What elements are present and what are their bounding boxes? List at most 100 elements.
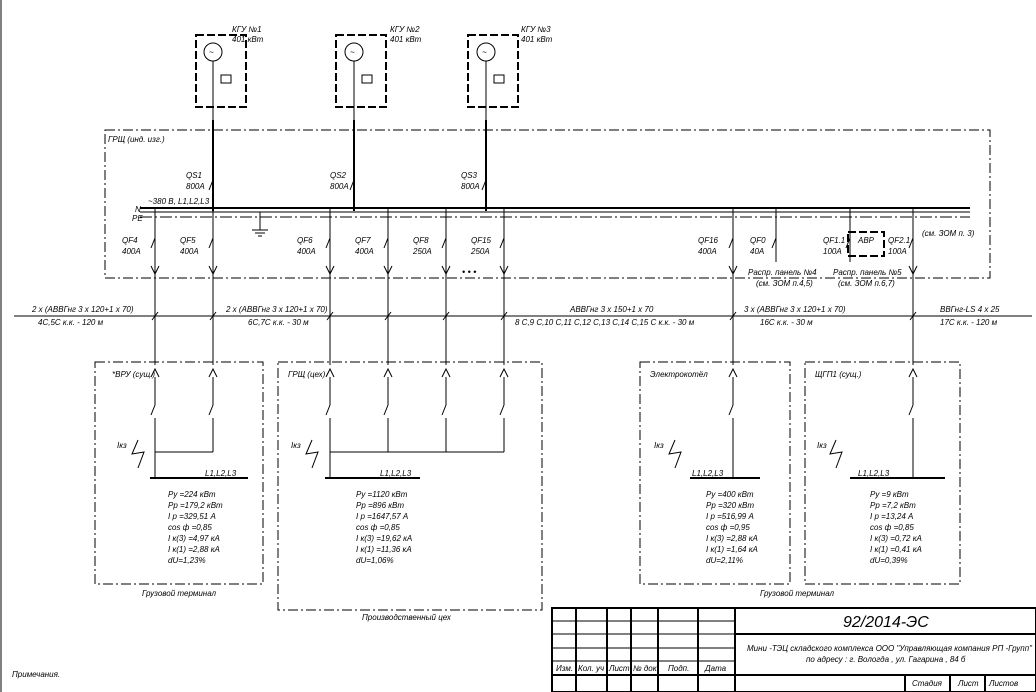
load-grsh-p4: I к(3) =19,62 кА [356, 534, 412, 543]
load-vru-p3: cos ф =0,85 [168, 523, 212, 532]
load-shgp-bus: L1,L2,L3 [858, 469, 890, 478]
load-shgp-name: ЩГП1 (сущ.) [815, 370, 862, 379]
stamp-col-list: Лист [608, 664, 630, 673]
qf0-name: QF0 [750, 236, 766, 245]
feeders [150, 208, 918, 365]
generator-3-name: КГУ №3 [521, 25, 551, 34]
qf5-rating: 400А [180, 247, 199, 256]
load-shgp-p3: cos ф =0,85 [870, 523, 914, 532]
load-grsh-p3: cos ф =0,85 [356, 523, 400, 532]
load-shgp-p5: I к(1) =0,41 кА [870, 545, 922, 554]
load-grsh-p1: Pр =896 кВт [356, 501, 404, 510]
qs2-rating: 800А [330, 182, 349, 191]
load-grsh-group: Производственный цех [362, 613, 452, 622]
generator-3: ~ КГУ №3 401 кВт [467, 25, 553, 120]
load-elektrokotel: Электрокотёл Iкз L1,L2,L3 Pу =400 кВт Pр… [639, 361, 791, 585]
load-vru-ikz: Iкз [117, 441, 127, 450]
grsh-frame [104, 129, 991, 279]
load-grsh-p0: Pу =1120 кВт [356, 490, 408, 499]
cable-3-line1: АВВГнг 3 х 150+1 х 70 [569, 305, 654, 314]
stamp-col-kol: Кол. уч [578, 664, 604, 673]
panel5-line1: Распр. панель №5 [833, 268, 902, 277]
load-grsh-p2: I р =1647,57 А [356, 512, 408, 521]
load-grsh-tsekh: ГРЩ (цех) Iкз L1,L2,L3 Pу =1120 кВт Pр =… [277, 361, 543, 622]
qf15-rating: 250А [470, 247, 490, 256]
stamp-sheets: Листов [988, 679, 1018, 688]
svg-text:~: ~ [482, 48, 487, 57]
load-shgp-p6: dU=0,39% [870, 556, 908, 565]
load-kotel-name: Электрокотёл [650, 370, 708, 379]
load-shgp-p2: I р =13,24 А [870, 512, 913, 521]
stamp-desc-2: по адресу : г. Вологда , ул. Гагарина , … [806, 655, 966, 664]
n-label: N [135, 205, 141, 214]
qs3-name: QS3 [461, 171, 478, 180]
svg-text:~: ~ [209, 48, 214, 57]
load-grsh-bus: L1,L2,L3 [380, 469, 412, 478]
qf2-1-name: QF2.1 [888, 236, 910, 245]
load-kotel-p5: I к(1) =1,64 кА [706, 545, 758, 554]
generator-3-power: 401 кВт [521, 35, 553, 44]
load-kotel-ikz: Iкз [654, 441, 664, 450]
generator-1-name: КГУ №1 [232, 25, 262, 34]
qf7-rating: 400А [355, 247, 374, 256]
stamp-col-podp: Подп. [668, 664, 689, 673]
see-zom-3: (см. ЗОМ п. 3) [922, 229, 975, 238]
cable-3-line2: 8 С,9 С,10 С,11 С,12 С,13 С,14 С,15 С к.… [515, 318, 695, 327]
load-kotel-p3: cos ф =0,95 [706, 523, 750, 532]
qs2-name: QS2 [330, 171, 347, 180]
load-vru-p1: Pр =179,2 кВт [168, 501, 223, 510]
cable-2-line1: 2 х (АВВГнг 3 х 120+1 х 70) [225, 305, 328, 314]
load-vru-p6: dU=1,23% [168, 556, 206, 565]
panel4-line1: Распр. панель №4 [748, 268, 817, 277]
load-vru-p5: I к(1) =2,88 кА [168, 545, 220, 554]
load-vru-p2: I р =329,51 А [168, 512, 216, 521]
qf6-rating: 400А [297, 247, 316, 256]
qs1-rating: 800А [186, 182, 205, 191]
stamp-col-izm: Изм. [556, 664, 573, 673]
qf4-rating: 400А [122, 247, 141, 256]
load-grsh-p5: I к(1) =11,36 кА [356, 545, 412, 554]
qf6-name: QF6 [297, 236, 313, 245]
load-shgp-p1: Pр =7,2 кВт [870, 501, 916, 510]
qf0-rating: 40А [750, 247, 764, 256]
load-shgp1: ЩГП1 (сущ.) Iкз L1,L2,L3 Pу =9 кВт Pр =7… [804, 361, 961, 585]
load-kotel-bus: L1,L2,L3 [692, 469, 724, 478]
qf8-rating: 250А [412, 247, 432, 256]
pe-label: PE [132, 214, 143, 223]
load-vru-group: Грузовой терминал [142, 589, 217, 598]
ellipsis: • • • [462, 267, 476, 277]
bus-voltage-label: ~380 В, L1,L2,L3 [148, 197, 210, 206]
load-vru-p4: I к(3) =4,97 кА [168, 534, 220, 543]
stamp-sheet: Лист [957, 679, 979, 688]
generator-2-power: 401 кВт [390, 35, 422, 44]
qf16-rating: 400А [698, 247, 717, 256]
stamp-code: 92/2014-ЭС [843, 614, 929, 631]
generator-2: ~ КГУ №2 401 кВт [335, 25, 422, 120]
stamp-col-data: Дата [704, 664, 727, 673]
qf1-1-rating: 100А [823, 247, 842, 256]
avr-label: АВР [857, 236, 875, 245]
generator-2-name: КГУ №2 [390, 25, 420, 34]
load-shgp-ikz: Iкз [817, 441, 827, 450]
load-shgp-p4: I к(3) =0,72 кА [870, 534, 922, 543]
qs1-name: QS1 [186, 171, 202, 180]
qs3-rating: 800А [461, 182, 480, 191]
qf15-name: QF15 [471, 236, 492, 245]
qf2-1-rating: 100А [888, 247, 907, 256]
group-label-2: Грузовой терминал [760, 589, 835, 598]
load-kotel-p4: I к(3) =2,88 кА [706, 534, 758, 543]
cable-2-line2: 6С,7С к.к. - 30 м [248, 318, 309, 327]
qf1-1-name: QF1.1 [823, 236, 845, 245]
panel4-line2: (см. ЗОМ п.4,5) [756, 279, 813, 288]
load-vru-bus: L1,L2,L3 [205, 469, 237, 478]
qf8-name: QF8 [413, 236, 429, 245]
stamp-desc-1: Мини -ТЭЦ складского комплекса ООО "Упра… [747, 644, 1033, 653]
notes-label: Примечания. [12, 670, 60, 679]
svg-text:~: ~ [350, 48, 355, 57]
load-grsh-ikz: Iкз [291, 441, 301, 450]
cable-5-line2: 17С к.к. - 120 м [940, 318, 998, 327]
load-grsh-p6: dU=1,06% [356, 556, 394, 565]
cable-1-line2: 4С,5С к.к. - 120 м [38, 318, 104, 327]
panel5-line2: (см. ЗОМ п.6,7) [838, 279, 895, 288]
load-kotel-p2: I р =516,99 А [706, 512, 754, 521]
